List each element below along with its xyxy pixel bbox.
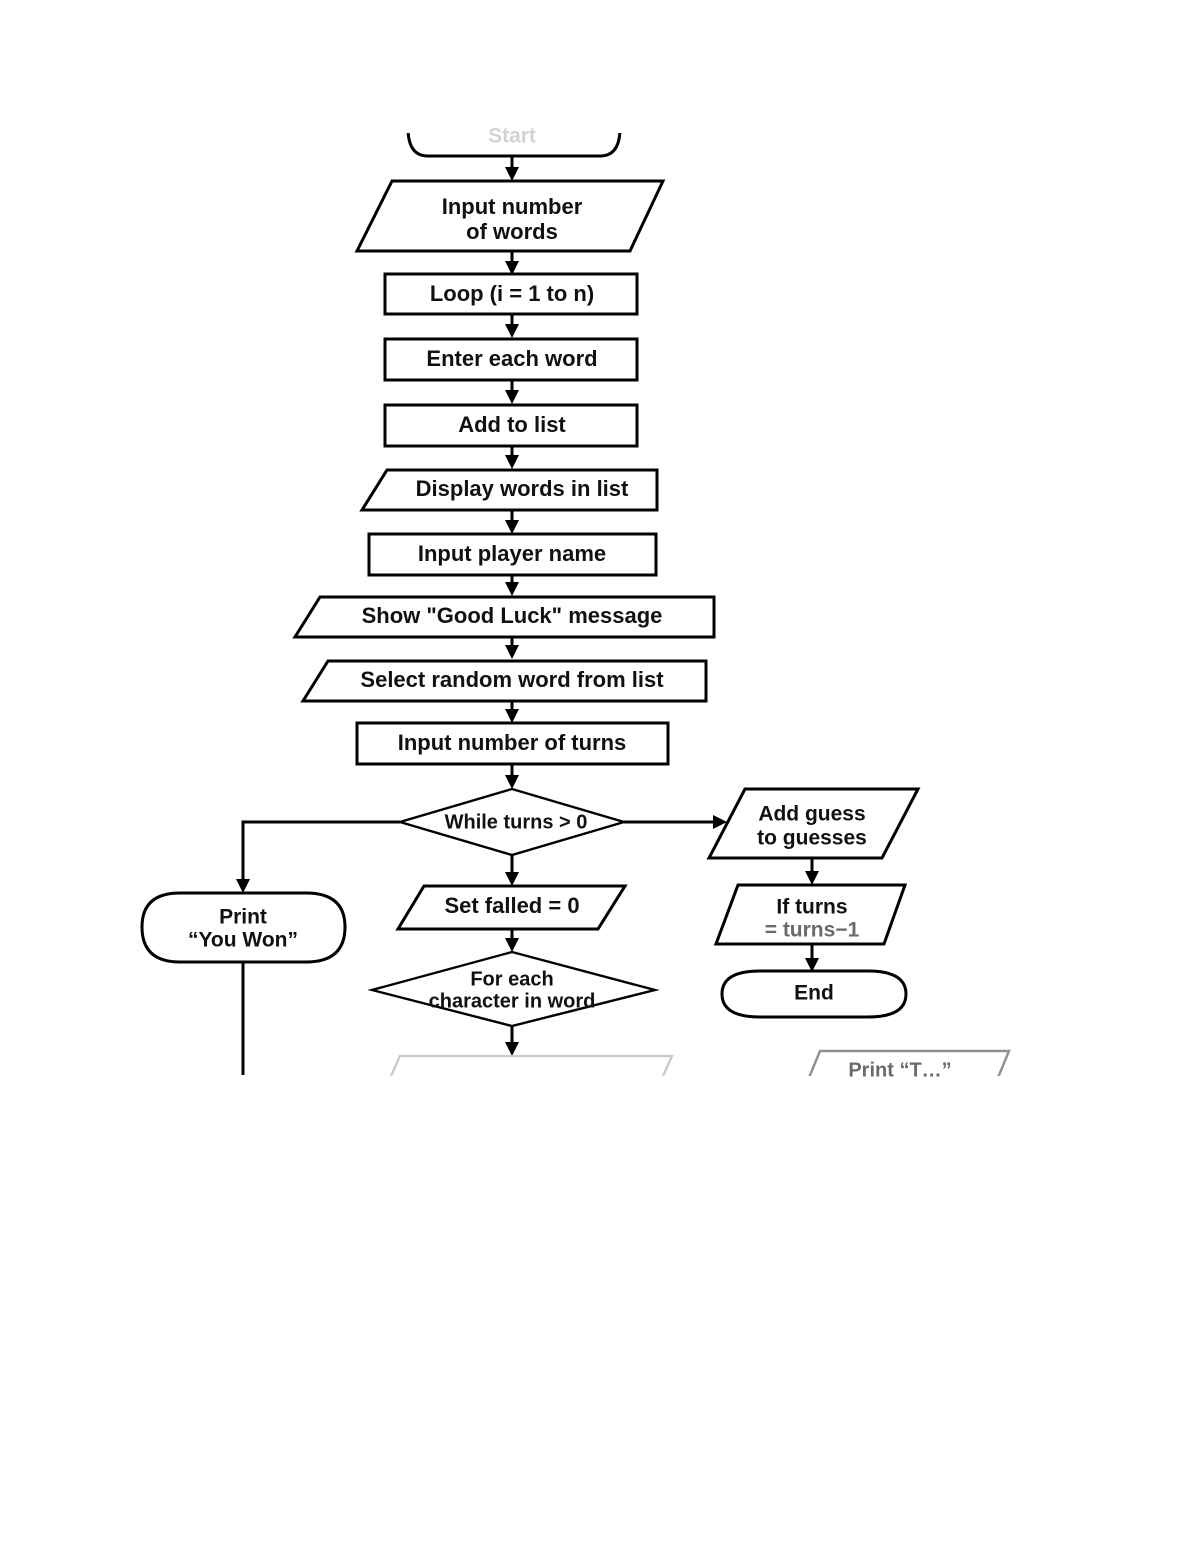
node-add-guess: Add guess to guesses — [706, 787, 921, 860]
node-clipped-bottom-right: Print “T…” — [770, 1049, 1050, 1126]
node-set-failed: Set falled = 0 — [395, 884, 628, 931]
edge-add-list-to-display — [505, 446, 519, 469]
edge-input-words-to-loop — [505, 252, 519, 275]
edge-player-name-to-good-luck — [505, 575, 519, 596]
node-print-you-won-line1: Print — [219, 906, 267, 929]
node-if-turns-line1: If turns — [776, 896, 847, 919]
edge-enter-word-to-add-list — [505, 380, 519, 404]
node-end-label: End — [794, 982, 834, 1005]
node-if-turns: If turns = turns−1 — [713, 883, 908, 946]
edge-for-each-to-clipped-bottom — [505, 1024, 519, 1056]
node-start: Start — [380, 95, 650, 158]
node-print-you-won: Print “You Won” — [140, 891, 347, 964]
edge-if-turns-to-end — [805, 944, 819, 972]
node-input-number-of-turns: Input number of turns — [355, 721, 670, 766]
node-add-guess-line2: to guesses — [757, 827, 867, 850]
edge-while-to-print-you-won — [236, 820, 400, 893]
node-input-player-name-label: Input player name — [418, 541, 606, 566]
node-for-each-character-line2: character in word — [429, 990, 596, 1012]
node-add-guess-line1: Add guess — [758, 803, 865, 826]
node-add-to-list: Add to list — [383, 403, 639, 448]
edge-while-to-set-failed — [505, 855, 519, 886]
node-loop: Loop (i = 1 to n) — [383, 272, 639, 316]
node-input-player-name: Input player name — [367, 532, 658, 577]
node-for-each-character-line1: For each — [470, 968, 553, 990]
edge-display-to-player-name — [505, 510, 519, 534]
edge-loop-to-enter-word — [505, 314, 519, 338]
node-start-label: Start — [488, 125, 536, 148]
node-enter-each-word: Enter each word — [383, 337, 639, 382]
node-while-turns-label: While turns > 0 — [445, 811, 588, 833]
node-select-random-word-label: Select random word from list — [360, 667, 664, 692]
node-input-number-of-turns-label: Input number of turns — [398, 730, 627, 755]
node-while-turns: While turns > 0 — [395, 787, 629, 857]
node-display-words-in-list: Display words in list — [359, 468, 659, 512]
node-show-good-luck: Show "Good Luck" message — [292, 595, 716, 639]
edge-start-to-input-words — [505, 157, 519, 181]
node-if-turns-line2: = turns−1 — [765, 919, 860, 942]
edge-select-word-to-input-turns — [505, 701, 519, 723]
node-add-to-list-label: Add to list — [458, 412, 566, 437]
node-clipped-bottom-right-label: Print “T…” — [848, 1059, 951, 1081]
node-display-words-label: Display words in list — [416, 476, 629, 501]
node-end: End — [720, 969, 908, 1019]
node-show-good-luck-label: Show "Good Luck" message — [362, 603, 663, 628]
node-for-each-character: For each character in word — [367, 950, 660, 1028]
node-select-random-word: Select random word from list — [300, 659, 708, 703]
edge-add-guess-to-if-turns — [805, 858, 819, 885]
node-input-number-of-words-line2: of words — [466, 219, 558, 244]
edge-set-failed-to-for-each — [505, 929, 519, 952]
node-set-failed-label: Set falled = 0 — [444, 893, 579, 918]
edge-good-luck-to-select-word — [505, 637, 519, 659]
node-loop-label: Loop (i = 1 to n) — [430, 281, 594, 306]
node-input-number-of-words-line1: Input number — [442, 194, 583, 219]
edge-while-to-add-guess — [624, 815, 727, 829]
connector-layer — [236, 157, 819, 1075]
node-clipped-bottom-center — [340, 1054, 720, 1126]
edge-input-turns-to-while — [505, 764, 519, 789]
node-input-number-of-words: Input number of words — [354, 179, 666, 253]
node-print-you-won-line2: “You Won” — [188, 929, 298, 952]
node-enter-each-word-label: Enter each word — [426, 346, 597, 371]
